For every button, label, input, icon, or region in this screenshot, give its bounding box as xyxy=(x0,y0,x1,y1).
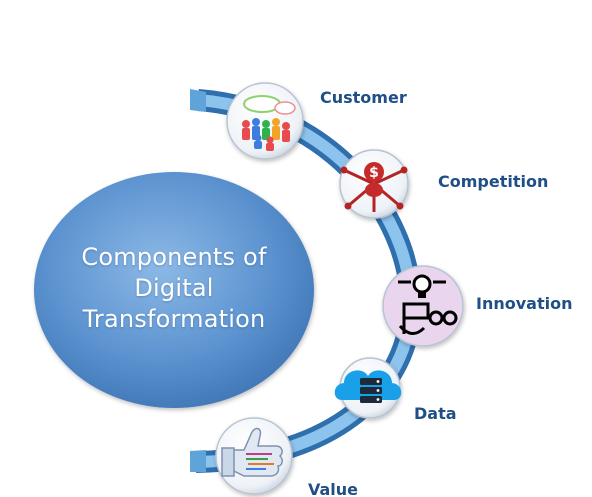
component-label-customer: Customer xyxy=(320,88,407,107)
arc-end-cap xyxy=(190,450,206,472)
center-title: Components of Digital Transformation xyxy=(40,242,308,335)
customer-group-icon xyxy=(226,82,304,160)
cloud-data-icon xyxy=(334,357,402,419)
center-title-line-3: Transformation xyxy=(82,305,266,333)
competition-dollar-icon: $ xyxy=(339,149,409,219)
component-label-value: Value xyxy=(308,480,359,497)
arc-start-cap xyxy=(190,89,206,112)
center-title-line-2: Digital xyxy=(134,274,214,302)
svg-text:$: $ xyxy=(369,165,379,181)
component-label-data: Data xyxy=(414,404,457,423)
component-label-innovation: Innovation xyxy=(476,294,573,313)
center-ellipse xyxy=(34,172,314,408)
thumbs-up-icon xyxy=(215,417,293,495)
center-title-line-1: Components of xyxy=(81,243,267,271)
innovation-lightbulb-icon xyxy=(382,265,464,347)
component-label-competition: Competition xyxy=(438,172,549,191)
